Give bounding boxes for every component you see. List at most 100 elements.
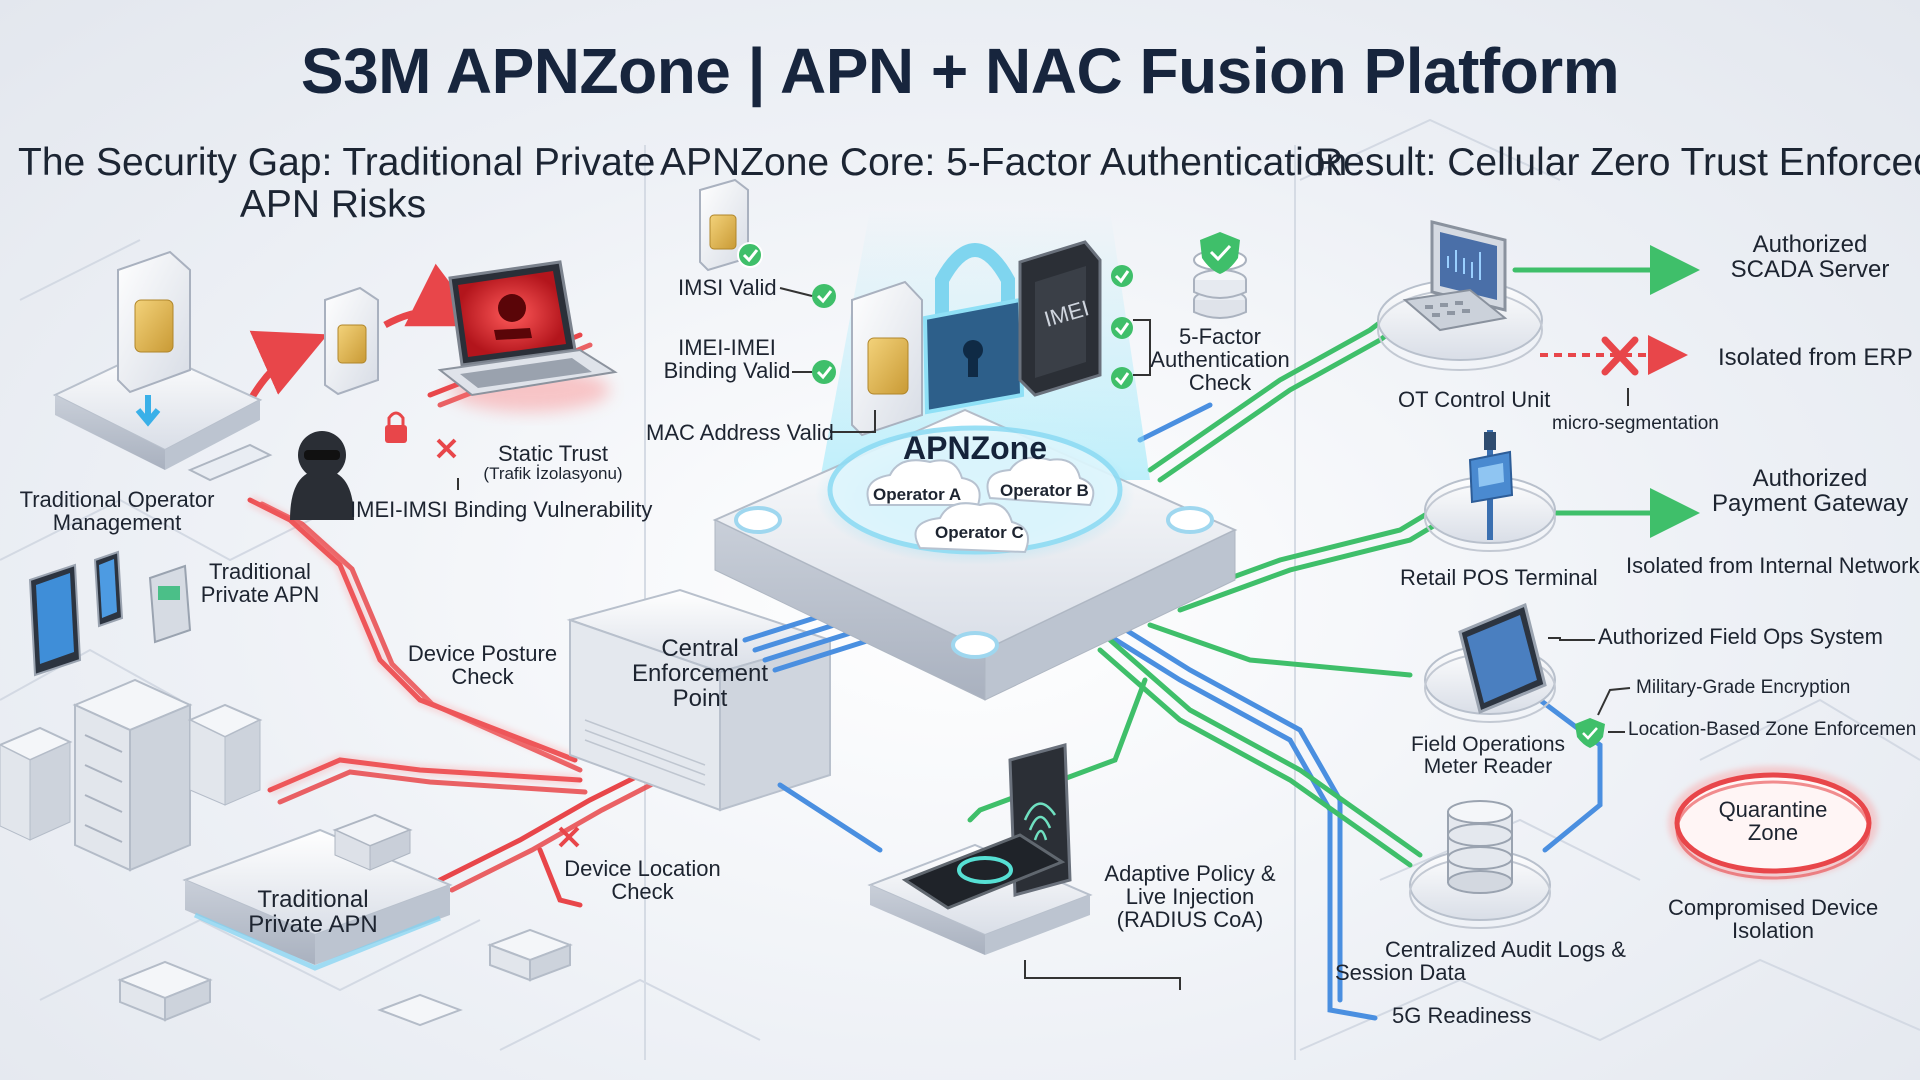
label-line: Quarantine — [1718, 797, 1828, 822]
imsi-valid-label: IMSI Valid — [678, 275, 777, 300]
imei-binding-label: IMEI-IMEI Binding Valid — [652, 336, 802, 382]
small-cubes — [117, 928, 573, 1027]
label-line: Management — [52, 510, 182, 536]
left-heading-line: The Security Gap: Traditional Private — [18, 141, 656, 184]
page-title: S3M APNZone | APN + NAC Fusion Platform — [300, 35, 1620, 107]
audit-logs-label: Centralized Audit Logs & Session Data — [1335, 938, 1626, 984]
authorized-scada-label: Authorized SCADA Server — [1720, 231, 1900, 284]
label-line: Check — [611, 879, 674, 905]
red-trace-glow — [247, 494, 581, 796]
isolated-erp-label: Isolated from ERP — [1718, 344, 1913, 371]
authorized-payment-label: Authorized Payment Gateway — [1712, 466, 1909, 518]
pos-terminal-icon — [1468, 430, 1514, 540]
left-column-heading: The Security Gap: Traditional Private AP… — [18, 141, 656, 227]
label-line: Private APN — [248, 911, 378, 939]
adaptive-policy-label: Adaptive Policy & Live Injection (RADIUS… — [1100, 862, 1280, 931]
laptop-icon — [437, 260, 618, 412]
location-zone-label: Location-Based Zone Enforcemen — [1628, 719, 1917, 740]
quarantine-zone-label: Quarantine Zone — [1693, 798, 1853, 844]
label-line: Check — [1188, 370, 1252, 396]
cloud-icon — [866, 456, 1095, 554]
label-line: Static Trust — [497, 441, 609, 466]
label-line: Field Operations — [1410, 733, 1566, 756]
five-factor-label: 5-Factor Authentication Check — [1140, 325, 1300, 394]
smartphone-icon — [901, 833, 1066, 910]
checks-column — [812, 265, 1133, 389]
label-line: Enforcement — [631, 660, 769, 688]
padlock-icon — [385, 411, 407, 443]
field-operations-label: Field Operations Meter Reader — [1398, 733, 1578, 779]
label-line: Adaptive Policy & — [1104, 861, 1276, 886]
server-rack-icon — [0, 678, 263, 872]
leader-line — [1024, 960, 1181, 990]
background-circuit-traces — [0, 118, 1920, 1051]
traditional-private-apn-small-label: Traditional Private APN — [180, 560, 340, 606]
retail-pos-label: Retail POS Terminal — [1400, 565, 1598, 590]
right-leader-lines — [1597, 687, 1631, 733]
right-column-heading: Result: Cellular Zero Trust Enforced — [1315, 141, 1920, 184]
central-enforcement-box — [566, 588, 834, 812]
label-line: Private APN — [200, 582, 320, 608]
label-line: Session Data — [1335, 960, 1466, 986]
imei-chip-icon — [1018, 240, 1102, 397]
shield-check-icon — [1200, 232, 1240, 274]
leader-line — [1548, 637, 1595, 641]
ot-computer-icon — [1402, 220, 1508, 332]
binding-vulnerability-label: IMEI-IMSI Binding Vulnerability — [350, 497, 653, 522]
central-enforcement-label: Central Enforcement Point — [610, 636, 790, 712]
label-line: Binding Valid — [663, 358, 791, 384]
left-heading-line: APN Risks — [239, 183, 427, 227]
label-line: Check — [451, 664, 514, 690]
sim-card-icon — [324, 286, 379, 396]
apnzone-label: APNZone — [903, 430, 1047, 466]
tablet-icon — [28, 550, 192, 677]
label-line: Point — [672, 685, 728, 713]
military-encryption-label: Military-Grade Encryption — [1636, 677, 1851, 698]
isolated-internal-label: Isolated from Internal Network — [1626, 553, 1920, 578]
center-leader-lines — [779, 287, 1151, 433]
hacker-icon — [290, 431, 354, 520]
label-line: Meter Reader — [1423, 755, 1553, 779]
label-line: Zone — [1747, 820, 1799, 846]
tablet-icon — [1458, 602, 1547, 715]
5g-readiness-label: 5G Readiness — [1392, 1003, 1532, 1028]
static-trust-label: Static Trust (Trafik İzolasyonu) — [478, 442, 628, 483]
ot-control-unit-label: OT Control Unit — [1398, 387, 1551, 412]
label-line: Device Location — [564, 856, 721, 881]
padlock-icon — [922, 243, 1025, 415]
shield-check-icon — [1575, 718, 1605, 748]
label-line: Isolation — [1732, 918, 1814, 944]
label-line: IMEI-IMEI — [678, 335, 776, 360]
micro-segmentation-label: micro-segmentation — [1552, 413, 1719, 434]
traditional-apn-platform — [182, 813, 453, 971]
label-line: Live Injection — [1125, 884, 1255, 910]
label-line: Compromised Device — [1668, 895, 1879, 920]
cross-icon — [436, 438, 457, 459]
label-line: Traditional Operator — [19, 487, 215, 512]
operator-c-label: Operator C — [935, 523, 1024, 542]
quarantine-ring-icon — [1668, 766, 1878, 880]
label-line: Payment Gateway — [1712, 490, 1909, 518]
middle-column-heading: APNZone Core: 5-Factor Authentication — [660, 141, 1348, 184]
traditional-private-apn-label: Traditional Private APN — [228, 886, 398, 939]
cross-icon — [558, 826, 580, 848]
database-icon — [1447, 800, 1513, 894]
card-slot — [187, 443, 273, 482]
label-line: Authorized — [1752, 231, 1868, 258]
check-icon — [737, 242, 763, 268]
label-line: SCADA Server — [1730, 256, 1890, 284]
label-line: Central — [661, 635, 739, 662]
cross-icon — [1601, 336, 1639, 376]
compromised-isolation-label: Compromised Device Isolation — [1668, 896, 1878, 942]
operator-b-label: Operator B — [1000, 481, 1089, 500]
label-line: (RADIUS CoA) — [1116, 907, 1264, 933]
device-location-check-label: Device Location Check — [555, 857, 730, 903]
label-line: Traditional — [209, 559, 311, 584]
label-line: Device Posture — [407, 641, 558, 666]
label-line: Traditional — [257, 886, 369, 913]
label-line: Authentication — [1150, 347, 1290, 373]
authorized-field-ops-label: Authorized Field Ops System — [1598, 624, 1883, 649]
label-line: 5-Factor — [1179, 324, 1261, 349]
